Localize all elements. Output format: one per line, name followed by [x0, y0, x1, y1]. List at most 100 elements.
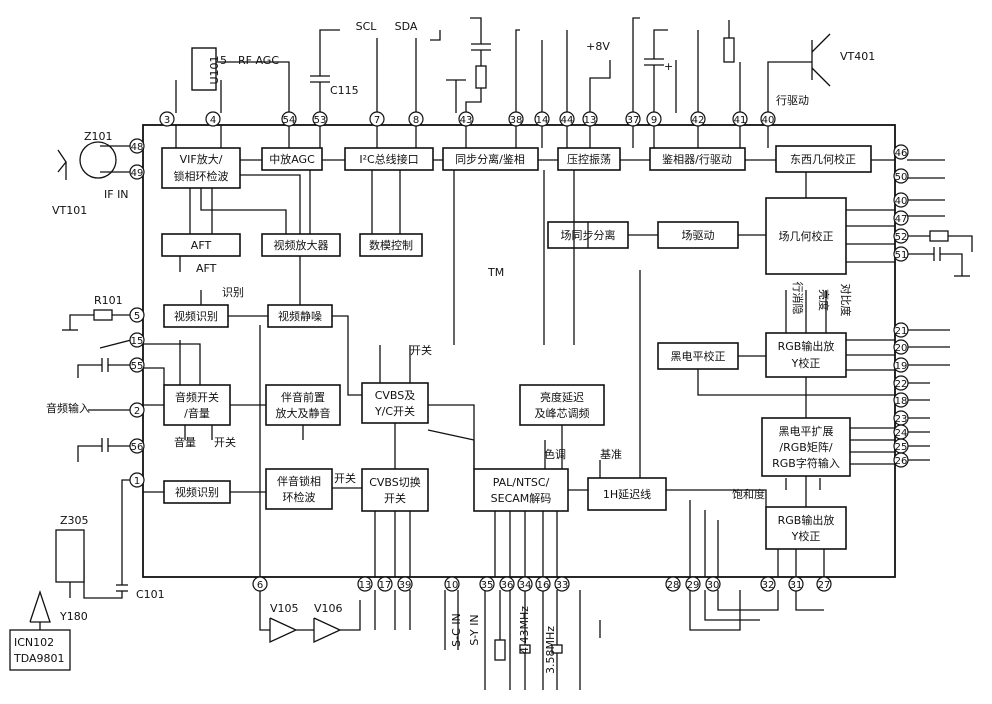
- svg-text:20: 20: [895, 343, 908, 354]
- svg-text:识别: 识别: [222, 286, 244, 299]
- svg-text:13: 13: [359, 580, 372, 591]
- svg-text:50: 50: [895, 172, 908, 183]
- svg-text:开关: 开关: [410, 343, 432, 357]
- svg-text:34: 34: [519, 580, 532, 591]
- svg-text:30: 30: [707, 580, 720, 591]
- svg-text:基准: 基准: [600, 448, 622, 461]
- block-cvbs-yc: CVBS及 Y/C开关: [361, 382, 429, 424]
- svg-text:RGB输出放: RGB输出放: [778, 339, 835, 353]
- block-ew: 东西几何校正: [775, 145, 872, 173]
- pins-top: 3 4 54 53 7 8 43 38 14 44 13 37 9 42 41 …: [159, 111, 776, 127]
- svg-text:开关: 开关: [384, 491, 406, 505]
- svg-text:及峰芯调频: 及峰芯调频: [535, 406, 590, 420]
- svg-text:TM: TM: [487, 266, 504, 279]
- svg-text:中放AGC: 中放AGC: [269, 152, 315, 166]
- svg-text:5: 5: [220, 54, 227, 67]
- svg-text:亮度: 亮度: [817, 289, 831, 311]
- svg-text:13: 13: [584, 115, 597, 126]
- block-sync-sep: 同步分离/鉴相: [442, 147, 539, 171]
- svg-text:29: 29: [687, 580, 700, 591]
- block-osc: 压控振荡: [557, 147, 621, 171]
- block-snd-pre: 伴音前置 放大及静音: [265, 384, 341, 426]
- block-rgb-out1: RGB输出放 Y校正: [765, 332, 847, 378]
- block-phase-drv: 鉴相器/行驱动: [649, 147, 746, 171]
- pins-left: 48 49 5 15 55 2 56 1: [129, 138, 145, 488]
- svg-text:锁相环检波: 锁相环检波: [174, 169, 229, 183]
- svg-text:Y180: Y180: [59, 610, 88, 623]
- svg-text:TDA9801: TDA9801: [13, 652, 65, 665]
- svg-text:视频静噪: 视频静噪: [278, 309, 322, 323]
- svg-text:40: 40: [762, 115, 775, 126]
- svg-text:52: 52: [895, 232, 908, 243]
- svg-text:音量: 音量: [174, 435, 196, 449]
- pins-right: 46 50 40 47 52 51 21 20 19 22 18 23 24 2…: [893, 144, 909, 468]
- svg-text:伴音前置: 伴音前置: [281, 390, 325, 404]
- block-luma-delay: 亮度延迟 及峰芯调频: [519, 384, 605, 426]
- svg-text:AFT: AFT: [196, 262, 217, 275]
- svg-text:ICN102: ICN102: [14, 636, 54, 649]
- svg-text:行消隐: 行消隐: [791, 282, 805, 315]
- svg-text:9: 9: [651, 115, 657, 126]
- svg-text:3.58MHz: 3.58MHz: [544, 626, 557, 674]
- svg-text:56: 56: [131, 442, 144, 453]
- svg-text:24: 24: [895, 428, 908, 439]
- svg-text:RF AGC: RF AGC: [238, 54, 279, 67]
- svg-text:+8V: +8V: [586, 40, 610, 53]
- svg-text:Z305: Z305: [60, 514, 89, 527]
- svg-text:39: 39: [399, 580, 412, 591]
- block-audio-sw: 音频开关 /音量: [163, 384, 231, 426]
- svg-text:对比度: 对比度: [839, 284, 853, 317]
- svg-text:26: 26: [895, 456, 908, 467]
- svg-text:1: 1: [134, 476, 140, 487]
- svg-text:1H延迟线: 1H延迟线: [603, 487, 651, 501]
- svg-text:场驱动: 场驱动: [682, 228, 715, 242]
- svg-text:视频识别: 视频识别: [175, 485, 219, 499]
- svg-text:鉴相器/行驱动: 鉴相器/行驱动: [662, 153, 732, 166]
- svg-text:东西几何校正: 东西几何校正: [790, 152, 856, 166]
- svg-text:54: 54: [283, 115, 296, 126]
- block-i2c: I²C总线接口: [344, 147, 434, 171]
- svg-text:2: 2: [134, 406, 140, 417]
- svg-text:Y/C开关: Y/C开关: [374, 404, 415, 418]
- svg-text:行驱动: 行驱动: [776, 94, 809, 107]
- svg-text:/音量: /音量: [184, 406, 210, 420]
- svg-text:10: 10: [446, 580, 459, 591]
- svg-text:RGB字符输入: RGB字符输入: [772, 456, 840, 470]
- block-delay1h: 1H延迟线: [587, 477, 667, 511]
- svg-text:14: 14: [536, 115, 549, 126]
- svg-text:SECAM解码: SECAM解码: [491, 491, 552, 505]
- block-vid-ident1: 视频识别: [163, 304, 229, 328]
- svg-text:+: +: [664, 60, 673, 73]
- svg-text:25: 25: [895, 442, 908, 453]
- svg-text:AFT: AFT: [191, 239, 212, 252]
- svg-text:40: 40: [895, 196, 908, 207]
- block-aft: AFT: [161, 233, 241, 257]
- svg-text:48: 48: [131, 142, 144, 153]
- svg-text:S-C IN: S-C IN: [450, 613, 463, 647]
- svg-text:/RGB矩阵/: /RGB矩阵/: [779, 440, 832, 454]
- svg-text:44: 44: [561, 115, 574, 126]
- block-dac: 数模控制: [359, 233, 423, 257]
- svg-text:黑电平扩展: 黑电平扩展: [779, 424, 834, 438]
- svg-text:4.43MHz: 4.43MHz: [518, 606, 531, 654]
- svg-text:音频开关: 音频开关: [175, 390, 219, 404]
- svg-text:开关: 开关: [214, 435, 236, 449]
- svg-text:饱和度: 饱和度: [732, 487, 765, 501]
- svg-text:Y校正: Y校正: [791, 356, 821, 370]
- block-cvbs-sw: CVBS切换 开关: [361, 468, 429, 512]
- svg-text:43: 43: [460, 115, 473, 126]
- svg-text:3: 3: [164, 115, 170, 126]
- pins-bottom: 6 13 17 39 10 35 36 34 16 33 28 29 30 32…: [252, 576, 832, 592]
- svg-text:19: 19: [895, 361, 908, 372]
- svg-text:51: 51: [895, 250, 908, 261]
- svg-text:21: 21: [895, 326, 908, 337]
- svg-text:46: 46: [895, 148, 908, 159]
- svg-text:33: 33: [556, 580, 569, 591]
- svg-text:17: 17: [379, 580, 392, 591]
- svg-text:23: 23: [895, 414, 908, 425]
- svg-text:RGB输出放: RGB输出放: [778, 513, 835, 527]
- svg-text:15: 15: [131, 336, 144, 347]
- svg-text:视频放大器: 视频放大器: [274, 238, 329, 252]
- block-video-amp: 视频放大器: [261, 233, 341, 257]
